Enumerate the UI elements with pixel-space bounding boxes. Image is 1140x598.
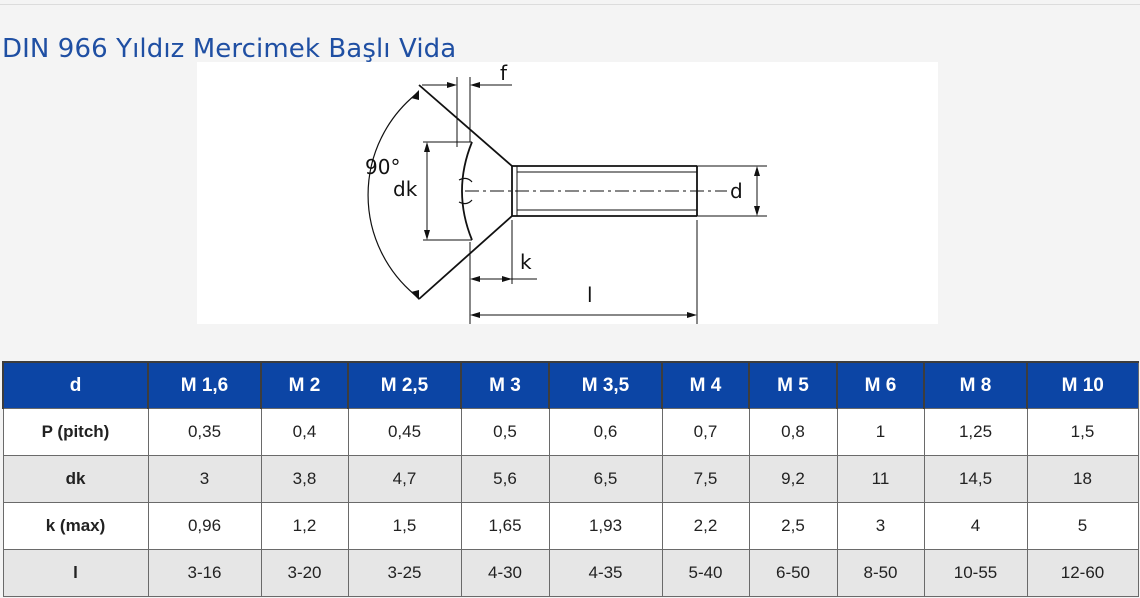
table-cell: 12-60 — [1026, 549, 1139, 597]
table-cell: 0,6 — [548, 408, 663, 456]
angle-label: 90° — [365, 155, 400, 179]
table-cell: 2,2 — [661, 502, 750, 550]
table-row: dk 3 3,8 4,7 5,6 6,5 7,5 9,2 11 14,5 18 — [2, 455, 1139, 503]
table-cell: 1,2 — [260, 502, 349, 550]
table-cell: 0,45 — [347, 408, 462, 456]
table-cell: 3-20 — [260, 549, 349, 597]
header-cell: M 2 — [260, 361, 349, 409]
table-cell: 9,2 — [748, 455, 838, 503]
table-cell: 0,5 — [460, 408, 550, 456]
table-cell: 5,6 — [460, 455, 550, 503]
table-cell: 3-16 — [147, 549, 262, 597]
table-cell: 3,8 — [260, 455, 349, 503]
table-cell: 0,8 — [748, 408, 838, 456]
dimension-l-label: l — [587, 283, 593, 307]
table-row: l 3-16 3-20 3-25 4-30 4-35 5-40 6-50 8-5… — [2, 549, 1139, 597]
dimension-d-label: d — [730, 179, 743, 203]
header-cell: M 3 — [460, 361, 550, 409]
table-cell: 0,35 — [147, 408, 262, 456]
table-cell: 4-30 — [460, 549, 550, 597]
dimension-f-label: f — [500, 62, 508, 85]
header-cell: M 4 — [661, 361, 750, 409]
table-cell: 1,5 — [1026, 408, 1139, 456]
table-cell: 5-40 — [661, 549, 750, 597]
table-cell: 8-50 — [836, 549, 925, 597]
header-cell: M 5 — [748, 361, 838, 409]
table-cell: 1,25 — [923, 408, 1028, 456]
table-cell: 4 — [923, 502, 1028, 550]
table-cell: 0,96 — [147, 502, 262, 550]
table-cell: 4-35 — [548, 549, 663, 597]
table-cell: 7,5 — [661, 455, 750, 503]
table-cell: 11 — [836, 455, 925, 503]
header-cell: M 8 — [923, 361, 1028, 409]
table-cell: 6,5 — [548, 455, 663, 503]
table-cell: 3 — [147, 455, 262, 503]
header-cell: M 3,5 — [548, 361, 663, 409]
table-cell: 1,93 — [548, 502, 663, 550]
table-cell: 2,5 — [748, 502, 838, 550]
header-cell: M 1,6 — [147, 361, 262, 409]
table-cell: 10-55 — [923, 549, 1028, 597]
header-cell: M 6 — [836, 361, 925, 409]
table-cell: 0,7 — [661, 408, 750, 456]
table-row: k (max) 0,96 1,2 1,5 1,65 1,93 2,2 2,5 3… — [2, 502, 1139, 550]
table-cell: 14,5 — [923, 455, 1028, 503]
table-header-row: d M 1,6 M 2 M 2,5 M 3 M 3,5 M 4 M 5 M 6 … — [2, 361, 1139, 409]
table-cell: 1,5 — [347, 502, 462, 550]
dimension-k-label: k — [520, 250, 532, 274]
screw-technical-drawing: f 90° dk — [197, 62, 938, 324]
header-cell: M 2,5 — [347, 361, 462, 409]
header-cell: d — [2, 361, 149, 409]
header-cell: M 10 — [1026, 361, 1139, 409]
top-divider — [0, 4, 1140, 5]
row-header-cell: k (max) — [2, 502, 149, 550]
row-header-cell: l — [2, 549, 149, 597]
dimension-dk-label: dk — [393, 177, 418, 201]
page-title: DIN 966 Yıldız Mercimek Başlı Vida — [2, 34, 457, 65]
table-cell: 4,7 — [347, 455, 462, 503]
table-cell: 6-50 — [748, 549, 838, 597]
table-cell: 5 — [1026, 502, 1139, 550]
row-header-cell: P (pitch) — [2, 408, 149, 456]
dimension-table: d M 1,6 M 2 M 2,5 M 3 M 3,5 M 4 M 5 M 6 … — [2, 361, 1139, 597]
table-cell: 1 — [836, 408, 925, 456]
table-cell: 1,65 — [460, 502, 550, 550]
table-row: P (pitch) 0,35 0,4 0,45 0,5 0,6 0,7 0,8 … — [2, 408, 1139, 456]
table-cell: 3-25 — [347, 549, 462, 597]
table-cell: 3 — [836, 502, 925, 550]
row-header-cell: dk — [2, 455, 149, 503]
table-cell: 0,4 — [260, 408, 349, 456]
table-cell: 18 — [1026, 455, 1139, 503]
